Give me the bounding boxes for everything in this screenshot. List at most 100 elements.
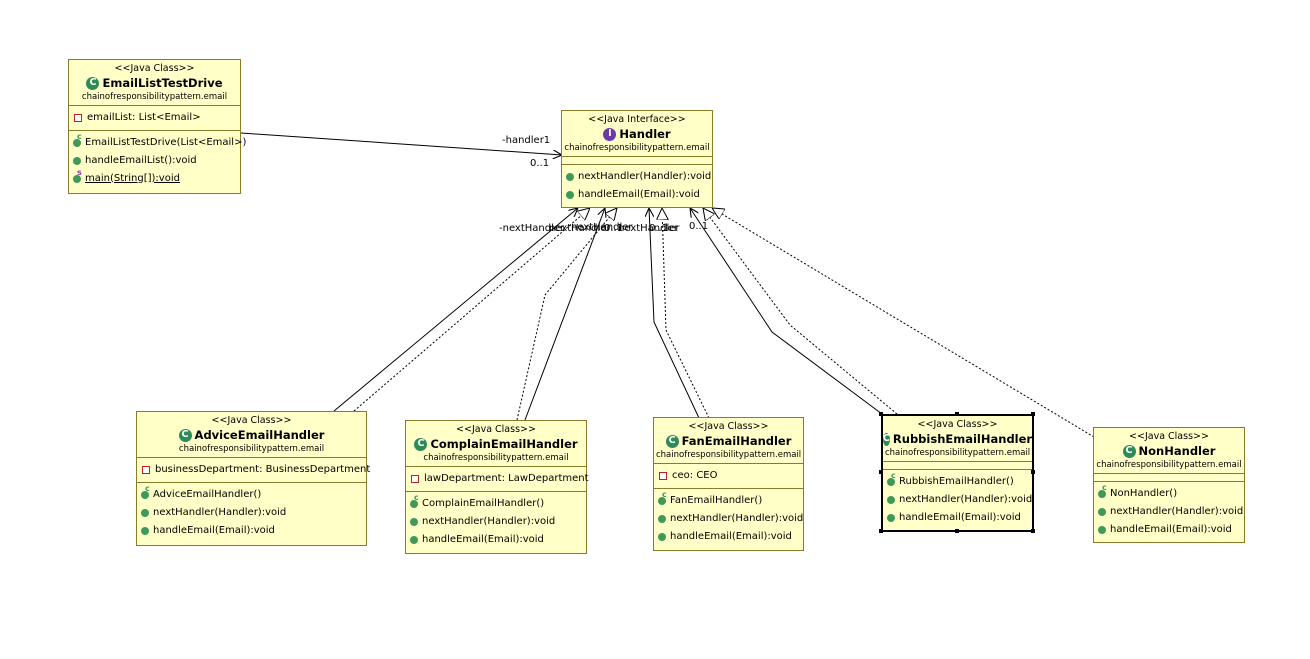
interface-i-icon: I bbox=[603, 127, 617, 141]
field-row[interactable]: businessDepartment: BusinessDepartment bbox=[141, 461, 370, 479]
complain-next-handler-association-line[interactable] bbox=[524, 208, 605, 421]
public-method-dot-icon bbox=[141, 526, 149, 535]
selection-handle[interactable] bbox=[955, 412, 959, 416]
next-handler-role-label: -nextHandler bbox=[499, 223, 565, 234]
class-c-icon: C bbox=[665, 434, 679, 448]
private-field-square-icon bbox=[142, 465, 150, 474]
stereotype: <<Java Interface>> bbox=[588, 114, 686, 125]
stereotype: <<Java Class>> bbox=[114, 63, 195, 74]
non-handler-realization-line[interactable] bbox=[712, 208, 1095, 438]
stereotype: <<Java Class>> bbox=[211, 415, 292, 426]
method-row[interactable]: handleEmail(Email):void bbox=[1098, 521, 1240, 539]
class-name: FanEmailHandler bbox=[681, 433, 792, 448]
method-row[interactable]: main(String[]):void bbox=[73, 168, 236, 188]
handler1-role-label: -handler1 bbox=[502, 135, 551, 146]
method-row[interactable]: handleEmailList():void bbox=[73, 152, 236, 170]
class-name: RubbishEmailHandler bbox=[892, 431, 1033, 446]
method-row[interactable]: AdviceEmailHandler() bbox=[141, 484, 362, 504]
package-name: chainofresponsibilitypattern.email bbox=[1096, 460, 1242, 471]
public-method-dot-icon bbox=[566, 190, 574, 199]
selection-handle[interactable] bbox=[879, 529, 883, 533]
method-row[interactable]: ComplainEmailHandler() bbox=[410, 493, 582, 513]
selection-handle[interactable] bbox=[1031, 529, 1035, 533]
method-row[interactable]: nextHandler(Handler):void bbox=[566, 168, 711, 186]
public-method-dot-icon bbox=[73, 156, 81, 165]
stereotype: <<Java Class>> bbox=[1129, 431, 1209, 442]
public-method-dot-icon bbox=[887, 495, 895, 504]
constructor-icon bbox=[1098, 483, 1107, 498]
public-method-dot-icon bbox=[410, 535, 418, 544]
constructor-icon bbox=[141, 484, 150, 499]
method-row[interactable]: nextHandler(Handler):void bbox=[658, 510, 803, 528]
method-row[interactable]: handleEmail(Email):void bbox=[887, 509, 1028, 527]
package-name: chainofresponsibilitypattern.email bbox=[81, 92, 228, 103]
constructor-icon bbox=[73, 132, 82, 147]
constructor-icon bbox=[658, 490, 667, 505]
next-handler-overlap-label-3: 0..1 bbox=[604, 223, 624, 234]
stereotype: <<Java Class>> bbox=[688, 421, 769, 432]
public-method-dot-icon bbox=[1098, 507, 1106, 516]
method-row[interactable]: RubbishEmailHandler() bbox=[887, 471, 1028, 491]
package-name: chainofresponsibilitypattern.email bbox=[656, 450, 802, 461]
selection-handle[interactable] bbox=[879, 412, 883, 416]
selection-handle[interactable] bbox=[955, 529, 959, 533]
next-handler-multiplicity-label: 0..1 bbox=[689, 221, 709, 232]
fan-realization-line[interactable] bbox=[662, 208, 710, 419]
method-row[interactable]: handleEmail(Email):void bbox=[658, 528, 799, 546]
selection-handle[interactable] bbox=[1031, 470, 1035, 474]
method-row[interactable]: nextHandler(Handler):void bbox=[1098, 503, 1243, 521]
field-row[interactable]: lawDepartment: LawDepartment bbox=[410, 470, 589, 488]
public-method-dot-icon bbox=[887, 513, 895, 522]
handler1-association-line[interactable] bbox=[240, 132, 562, 155]
field-row[interactable]: emailList: List<Email> bbox=[73, 109, 236, 127]
complain-realization-line[interactable] bbox=[516, 208, 617, 421]
selection-handle[interactable] bbox=[879, 470, 883, 474]
public-method-dot-icon bbox=[141, 508, 149, 517]
constructor-icon bbox=[887, 471, 896, 486]
method-row[interactable]: nextHandler(Handler):void bbox=[141, 504, 362, 522]
public-method-dot-icon bbox=[410, 517, 418, 526]
rubbish-next-handler-association-line[interactable] bbox=[690, 208, 883, 415]
method-row[interactable]: handleEmail(Email):void bbox=[141, 522, 362, 540]
method-row[interactable]: EmailListTestDrive(List<Email>) bbox=[73, 132, 246, 152]
advice-realization-line[interactable] bbox=[353, 208, 590, 412]
package-name: chainofresponsibilitypattern.email bbox=[423, 453, 569, 464]
private-field-square-icon bbox=[411, 474, 419, 483]
rubbish-realization-line[interactable] bbox=[703, 208, 898, 415]
method-row[interactable]: nextHandler(Handler):void bbox=[887, 491, 1032, 509]
method-row[interactable]: FanEmailHandler() bbox=[658, 490, 799, 510]
next-handler-tail-label: ler bbox=[665, 223, 679, 234]
next-handler-overlap-label-1: nextHandler bbox=[549, 223, 611, 234]
method-row[interactable]: handleEmail(Email):void bbox=[410, 531, 582, 549]
class-c-icon: C bbox=[414, 437, 428, 451]
advice-next-handler-association-line[interactable] bbox=[333, 208, 578, 412]
public-method-dot-icon bbox=[566, 172, 574, 181]
fan-next-handler-association-line[interactable] bbox=[649, 208, 700, 419]
class-name: AdviceEmailHandler bbox=[194, 427, 325, 442]
package-name: chainofresponsibilitypattern.email bbox=[178, 444, 325, 455]
class-c-icon: C bbox=[178, 428, 192, 442]
method-row[interactable]: nextHandler(Handler):void bbox=[410, 513, 582, 531]
selection-handle[interactable] bbox=[1031, 412, 1035, 416]
private-field-square-icon bbox=[74, 113, 82, 122]
stereotype: <<Java Class>> bbox=[917, 419, 998, 430]
handler1-multiplicity-label: 0..1 bbox=[530, 158, 550, 169]
method-row[interactable]: handleEmail(Email):void bbox=[566, 186, 708, 204]
class-name: Handler bbox=[619, 126, 671, 141]
class-c-icon: C bbox=[86, 76, 100, 90]
package-name: chainofresponsibilitypattern.email bbox=[564, 143, 710, 154]
method-row[interactable]: NonHandler() bbox=[1098, 483, 1240, 503]
stereotype: <<Java Class>> bbox=[456, 424, 536, 435]
class-name: ComplainEmailHandler bbox=[430, 436, 578, 451]
constructor-icon bbox=[410, 493, 419, 508]
field-row[interactable]: ceo: CEO bbox=[658, 467, 799, 485]
next-handler-overlap-label-2: nextHandler bbox=[571, 222, 633, 233]
